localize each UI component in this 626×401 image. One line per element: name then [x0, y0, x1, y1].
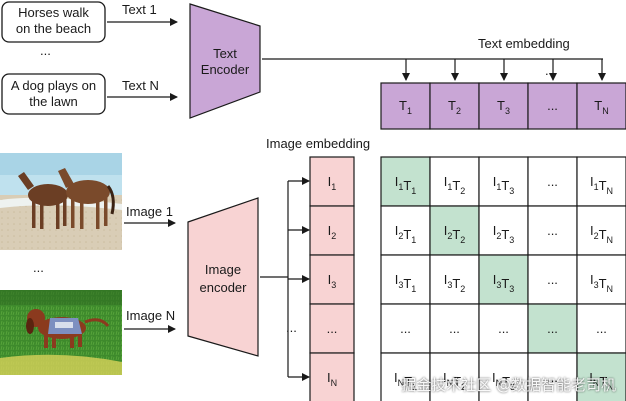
image-dots: ... [33, 260, 44, 275]
ie-dots: ... [286, 320, 297, 335]
caption-n-line-1: A dog plays on [11, 78, 96, 93]
watermark: 掘金技术社区 @数据智能老司机 [401, 376, 616, 394]
image-encoder-label-1: Image [205, 262, 241, 277]
text-embedding-cell [478, 82, 529, 130]
caption-box-n [1, 73, 106, 115]
image-embedding-ellipsis: ... [327, 321, 338, 336]
label-text-1: Text 1 [122, 2, 157, 17]
matrix-cell-label: I1T1 [395, 174, 417, 196]
matrix-cell [429, 352, 480, 401]
caption-n-line-2: the lawn [29, 94, 77, 109]
matrix-cell-label: I2T2 [444, 223, 466, 245]
label-text-n: Text N [122, 78, 159, 93]
image-embedding-label: IN [327, 370, 337, 388]
matrix-cell [380, 352, 431, 401]
matrix-cell [429, 156, 480, 207]
label-image-n: Image N [126, 308, 175, 323]
image-embedding-label: I1 [328, 174, 337, 192]
text-encoder-shape [189, 3, 261, 119]
caption-1-line-2: on the beach [16, 21, 91, 36]
label-image-1: Image 1 [126, 204, 173, 219]
text-embedding-label: Text embedding [478, 36, 570, 51]
text-encoder-label-1: Text [213, 46, 237, 61]
text-embedding-label: T1 [399, 98, 412, 116]
matrix-cell [429, 254, 480, 305]
image-embedding-cell [309, 303, 355, 354]
matrix-ellipsis: ... [596, 321, 607, 336]
matrix-cell-label: I3T1 [395, 272, 417, 294]
dog-image [0, 290, 122, 375]
matrix-ellipsis: ... [498, 321, 509, 336]
caption-dots: ... [40, 43, 51, 58]
matrix-cell-label: I1T3 [493, 174, 515, 196]
text-embedding-ellipsis: ... [547, 98, 558, 113]
image-embedding-label: I3 [328, 272, 337, 290]
matrix-cell-diagonal [527, 303, 578, 354]
image-encoder-shape [187, 197, 259, 357]
matrix-cell-label: INTN [589, 370, 614, 392]
image-embedding-label: Image embedding [266, 136, 370, 151]
matrix-cell [429, 303, 480, 354]
image-embedding-cell [309, 352, 355, 401]
matrix-cell [527, 254, 578, 305]
caption-box-1 [1, 1, 106, 43]
matrix-cell [576, 205, 626, 256]
matrix-cell-diagonal [576, 352, 626, 401]
matrix-cell-label: INT2 [443, 370, 466, 392]
matrix-cell [527, 352, 578, 401]
image-embedding-label: I2 [328, 223, 337, 241]
matrix-ellipsis: ... [547, 370, 558, 385]
image-embedding-cell [309, 254, 355, 305]
similarity-matrix: I1T1 I1T2 I1T3... I1TN I2T1 I2T2 I2T3... I2TN I3… [380, 156, 626, 401]
caption-1-line-1: Horses walk [18, 5, 89, 20]
text-embedding-cell [576, 82, 626, 130]
matrix-ellipsis: ... [449, 321, 460, 336]
text-embedding-cell [429, 82, 480, 130]
matrix-cell-label: I3TN [590, 272, 613, 294]
matrix-cell-label: I1TN [590, 174, 613, 196]
horses-image [0, 153, 122, 250]
matrix-cell [576, 254, 626, 305]
matrix-cell-label: INT1 [394, 370, 417, 392]
matrix-cell-label: INT3 [492, 370, 515, 392]
text-embedding-label: T2 [448, 98, 461, 116]
matrix-cell [527, 205, 578, 256]
text-encoder-label-2: Encoder [201, 62, 250, 77]
image-encoder-label-2: encoder [200, 280, 248, 295]
matrix-cell-label: I1T2 [444, 174, 466, 196]
image-embedding-cell [309, 156, 355, 207]
matrix-cell [478, 205, 529, 256]
text-embedding-label: T3 [497, 98, 510, 116]
matrix-ellipsis: ... [547, 272, 558, 287]
matrix-cell-label: I3T3 [493, 272, 515, 294]
matrix-ellipsis: ... [547, 223, 558, 238]
text-embedding-row: T1 T2 T3... TN [380, 82, 626, 130]
matrix-cell-diagonal [478, 254, 529, 305]
text-embedding-label: TN [594, 98, 608, 116]
te-dots: ... [545, 63, 556, 78]
matrix-ellipsis: ... [547, 321, 558, 336]
matrix-cell-label: I2TN [590, 223, 613, 245]
matrix-ellipsis: ... [400, 321, 411, 336]
matrix-cell-label: I3T2 [444, 272, 466, 294]
matrix-cell [380, 303, 431, 354]
matrix-cell-label: I2T1 [395, 223, 417, 245]
matrix-ellipsis: ... [547, 174, 558, 189]
matrix-cell-label: I2T3 [493, 223, 515, 245]
